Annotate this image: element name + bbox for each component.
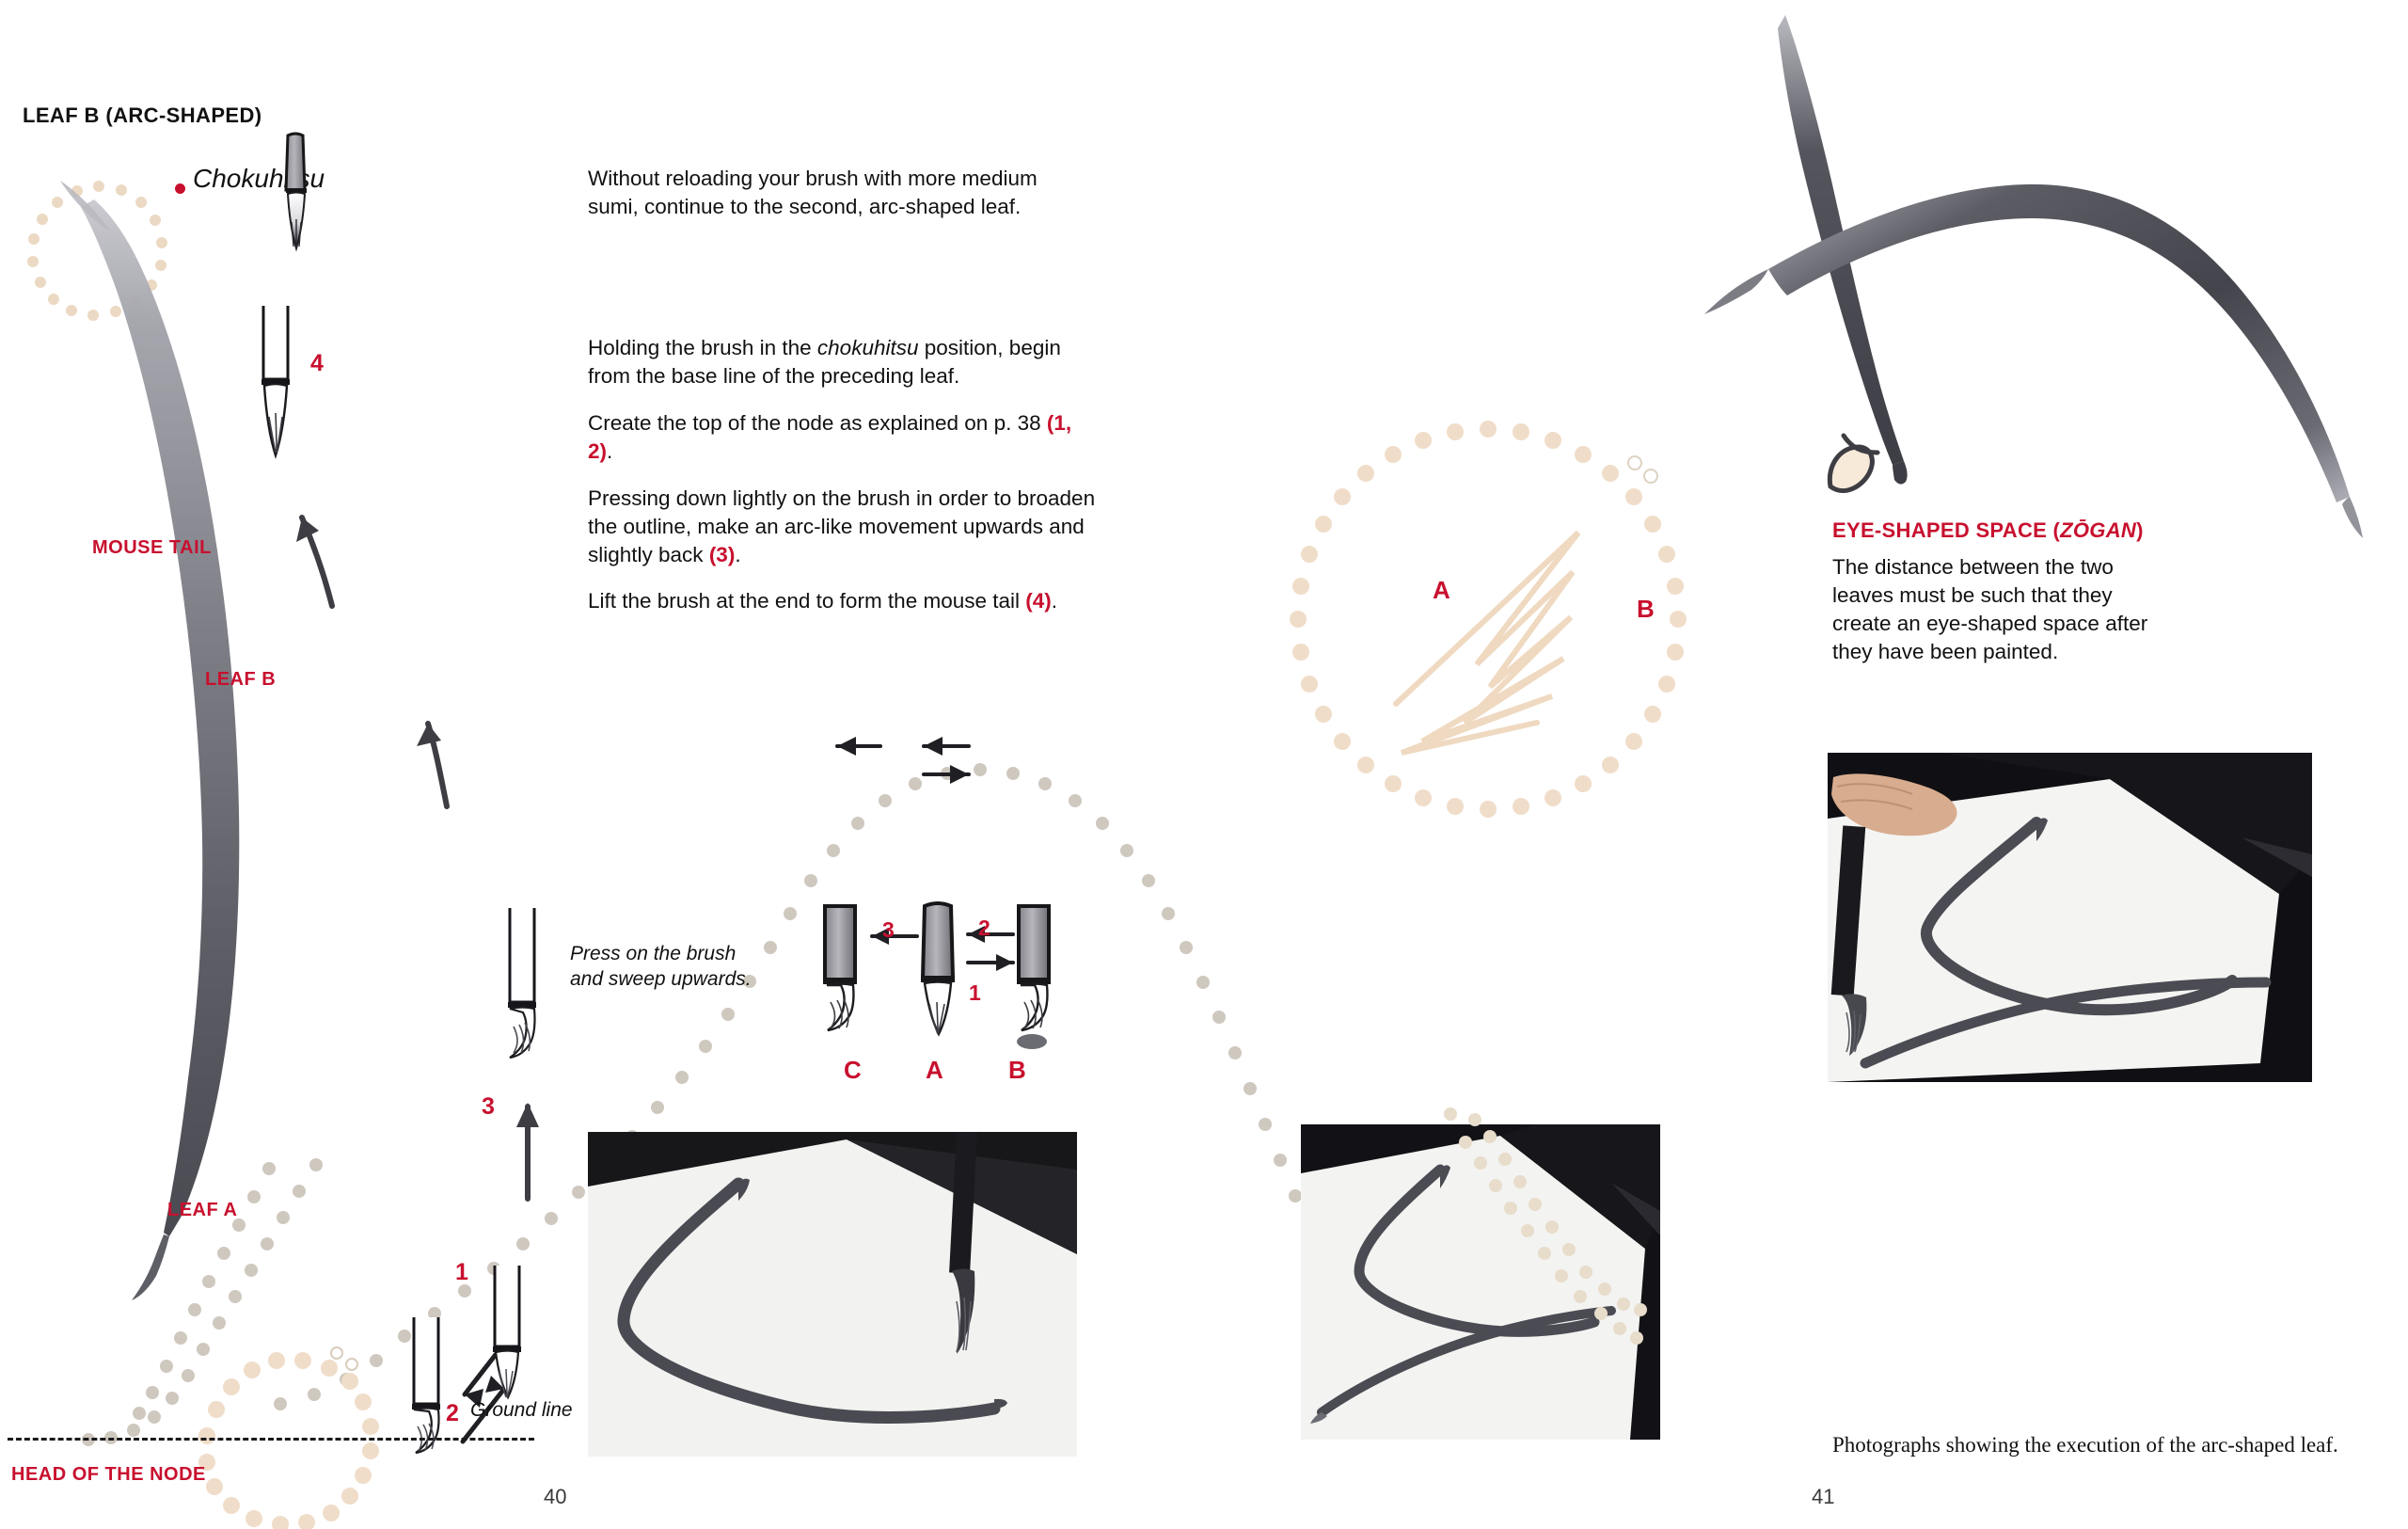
dotted-path-lower-loops [82, 1158, 379, 1529]
sequence-label-a: A [926, 1056, 943, 1084]
node-marker-dots [330, 1346, 358, 1371]
stroke-number-3: 3 [482, 1093, 495, 1120]
photo-caption: Photographs showing the execution of the… [1832, 1433, 2338, 1457]
label-mouse-tail: MOUSE TAIL [92, 537, 212, 558]
eye-section-title: EYE-SHAPED SPACE (ZŌGAN) [1832, 518, 2144, 542]
stroke-number-2: 2 [446, 1400, 459, 1426]
right-node-marker-dots [1627, 455, 1658, 484]
intro-paragraph: Without reloading your brush with more m… [588, 167, 1038, 218]
left-section-title: LEAF B (ARC-SHAPED) [23, 104, 262, 127]
sequence-arrow-3: 3 [882, 917, 895, 942]
detail-dot-circle [1290, 421, 1687, 818]
direction-arrow-up-3 [516, 1103, 539, 1202]
ground-line-label: Ground line [470, 1399, 573, 1421]
sequence-arrow-1: 1 [969, 980, 981, 1005]
sequence-label-b: B [1008, 1056, 1026, 1084]
step-paragraph-1: Holding the brush in the chokuhitsu posi… [588, 336, 1061, 388]
direction-arrows-cluster [835, 737, 971, 784]
eye-shape-icon [1827, 433, 1880, 494]
direction-arrow-up-2 [417, 721, 450, 809]
stroke-number-4: 4 [310, 350, 324, 376]
sequence-arrow-2: 2 [978, 916, 990, 940]
step-paragraph-2: Create the top of the node as explained … [588, 410, 1072, 463]
brush-groundline-pair-icon [412, 1317, 507, 1455]
bullet-dot [175, 183, 185, 194]
stroke-number-1: 1 [455, 1259, 468, 1285]
photo-brush-stroke-1 [588, 1132, 1077, 1457]
step-paragraphs: Holding the brush in the chokuhitsu posi… [588, 334, 1096, 615]
brush-sequence-icon [823, 901, 1051, 1049]
brush-step4-icon [261, 306, 290, 459]
brush-upright-icon [493, 1266, 521, 1400]
brush-vertical-icon [284, 132, 307, 252]
press-note: Press on the brush and sweep upwards. [570, 941, 786, 993]
leaf-b-tip [60, 181, 111, 231]
label-leaf-a: LEAF A [167, 1200, 238, 1220]
step-paragraph-3: Pressing down lightly on the brush in or… [588, 486, 1096, 566]
detail-label-a: A [1433, 576, 1450, 604]
left-page-number: 40 [544, 1485, 567, 1508]
label-head-of-node: HEAD OF THE NODE [11, 1464, 206, 1485]
right-page-number: 41 [1812, 1485, 1835, 1508]
leaf-b-stroke [81, 199, 240, 1300]
dotted-path-over-photo [1444, 1107, 1647, 1345]
sequence-label-c: C [844, 1056, 862, 1084]
brush-press-icon [508, 908, 536, 1059]
right-arc-leaf-stroke [1704, 15, 2363, 538]
ground-line [8, 1438, 534, 1441]
step-paragraph-4: Lift the brush at the end to form the mo… [588, 589, 1058, 613]
photo-brush-stroke-2 [1301, 1124, 1660, 1440]
press-note-line2: and sweep upwards. [570, 968, 752, 991]
photo-hand-holding-paper [1828, 753, 2312, 1082]
eye-section-body: The distance between the two leaves must… [1832, 555, 2148, 663]
detail-label-b: B [1637, 595, 1655, 623]
press-note-line1: Press on the brush [570, 943, 737, 964]
mouse-tail-dot-circle [27, 181, 167, 321]
label-leaf-b: LEAF B [205, 669, 277, 690]
direction-arrow-up-1 [296, 515, 335, 609]
